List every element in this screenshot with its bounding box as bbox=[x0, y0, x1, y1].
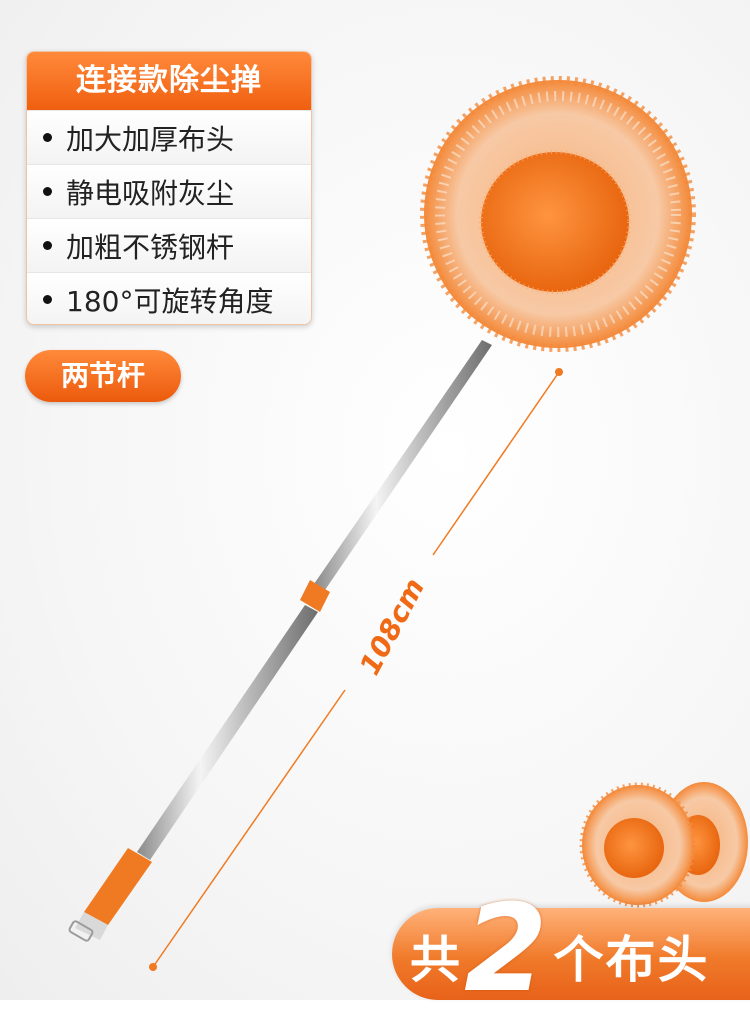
bullet-icon bbox=[43, 187, 52, 196]
spare-duster-heads bbox=[579, 782, 748, 908]
feature-item-text: 加大加厚布头 bbox=[66, 122, 235, 156]
pole-lower bbox=[137, 605, 318, 860]
bottom-banner bbox=[392, 908, 750, 1000]
feature-item-text: 加粗不锈钢杆 bbox=[66, 230, 235, 264]
handle-grip bbox=[68, 848, 152, 942]
feature-item-text: 180°可旋转角度 bbox=[66, 284, 274, 318]
dimension-line bbox=[149, 368, 563, 971]
feature-card-title: 连接款除尘掸 bbox=[27, 52, 311, 110]
banner-prefix: 共 bbox=[410, 931, 460, 989]
bullet-icon bbox=[43, 295, 52, 304]
feature-item: 加大加厚布头 bbox=[27, 110, 311, 164]
duster-head bbox=[420, 76, 696, 352]
feature-item-text: 静电吸附灰尘 bbox=[66, 176, 235, 210]
feature-item: 静电吸附灰尘 bbox=[27, 164, 311, 218]
feature-card: 连接款除尘掸 加大加厚布头 静电吸附灰尘 加粗不锈钢杆 180°可旋转角度 bbox=[26, 51, 312, 325]
banner-suffix: 个布头 bbox=[553, 931, 710, 989]
pole-sections-badge: 两节杆 bbox=[25, 350, 181, 402]
pole-joint bbox=[300, 580, 330, 612]
pole-upper bbox=[314, 340, 492, 590]
banner-number: 2 bbox=[464, 880, 548, 1019]
bullet-icon bbox=[43, 133, 52, 142]
feature-item: 180°可旋转角度 bbox=[27, 272, 311, 324]
bullet-icon bbox=[43, 241, 52, 250]
feature-item: 加粗不锈钢杆 bbox=[27, 218, 311, 272]
banner-text: 共 2 个布头 bbox=[410, 890, 710, 1010]
